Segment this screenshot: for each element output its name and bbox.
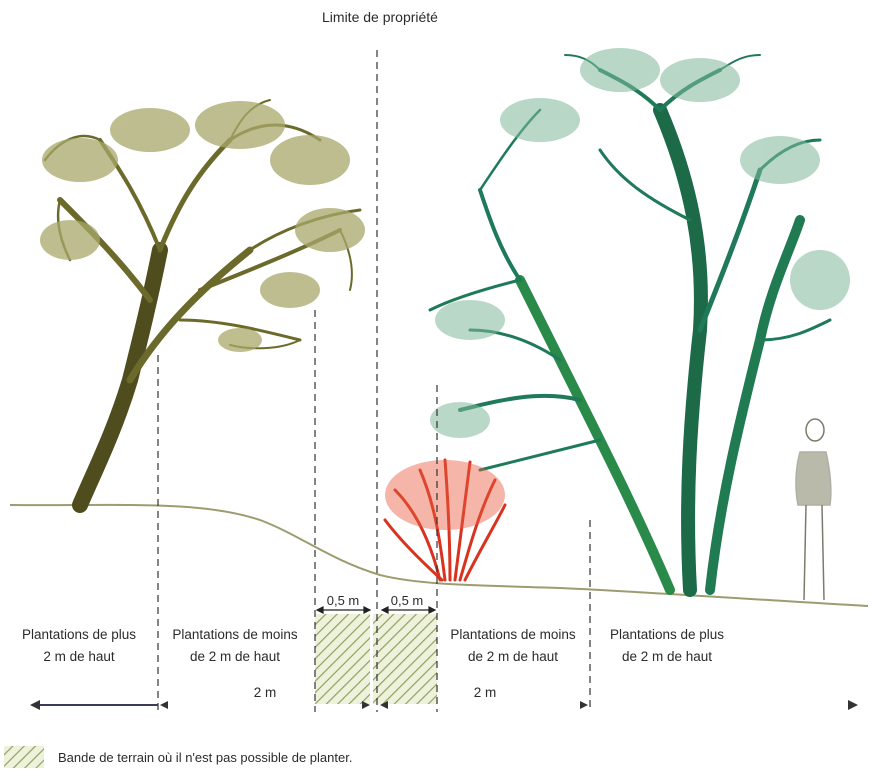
person-figure — [796, 419, 831, 600]
red-shrub-foliage — [385, 460, 505, 530]
legend-swatch — [4, 746, 44, 768]
zone-2-line1: Plantations de moins — [160, 624, 310, 646]
zone-3-line1: Plantations de moins — [438, 624, 588, 646]
no-plant-band-right — [373, 614, 437, 704]
zone-3-label: Plantations de moins de 2 m de haut — [438, 624, 588, 668]
legend-text: Bande de terrain où il n'est pas possibl… — [58, 747, 478, 769]
zone-2-label: Plantations de moins de 2 m de haut — [160, 624, 310, 668]
left-tree-foliage — [40, 101, 365, 352]
zone-2-line2: de 2 m de haut — [160, 646, 310, 668]
no-plant-band-left — [315, 614, 370, 704]
zone-1-line1: Plantations de plus — [0, 624, 158, 646]
zone-1-label: Plantations de plus 2 m de haut — [0, 624, 158, 668]
zone-4-line1: Plantations de plus — [592, 624, 742, 646]
buffer-left-label: 0,5 m — [315, 590, 371, 612]
property-limit-label: Limite de propriété — [300, 6, 460, 28]
zone-4-line2: de 2 m de haut — [592, 646, 742, 668]
span-left-label: 2 m — [240, 682, 290, 704]
zone-4-label: Plantations de plus de 2 m de haut — [592, 624, 742, 668]
zone-3-line2: de 2 m de haut — [438, 646, 588, 668]
buffer-right-label: 0,5 m — [378, 590, 436, 612]
span-right-label: 2 m — [460, 682, 510, 704]
distance-axis — [30, 700, 858, 710]
zone-1-line2: 2 m de haut — [0, 646, 158, 668]
